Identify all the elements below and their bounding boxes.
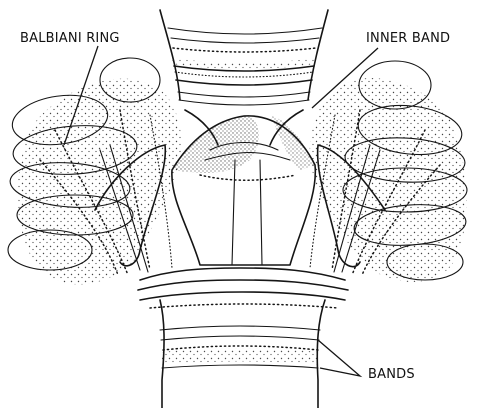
bands-leader	[318, 340, 360, 376]
upper-chromosome-stem	[160, 10, 328, 105]
inner-band-label: INNER BAND	[366, 31, 450, 46]
balbiani-ring-label: BALBIANI RING	[20, 31, 120, 46]
left-balbiani-ring	[8, 58, 181, 284]
lower-chromosome-stem	[138, 268, 348, 408]
central-bulge	[172, 110, 315, 265]
right-balbiani-ring	[310, 61, 468, 282]
bands-label: BANDS	[368, 367, 415, 382]
